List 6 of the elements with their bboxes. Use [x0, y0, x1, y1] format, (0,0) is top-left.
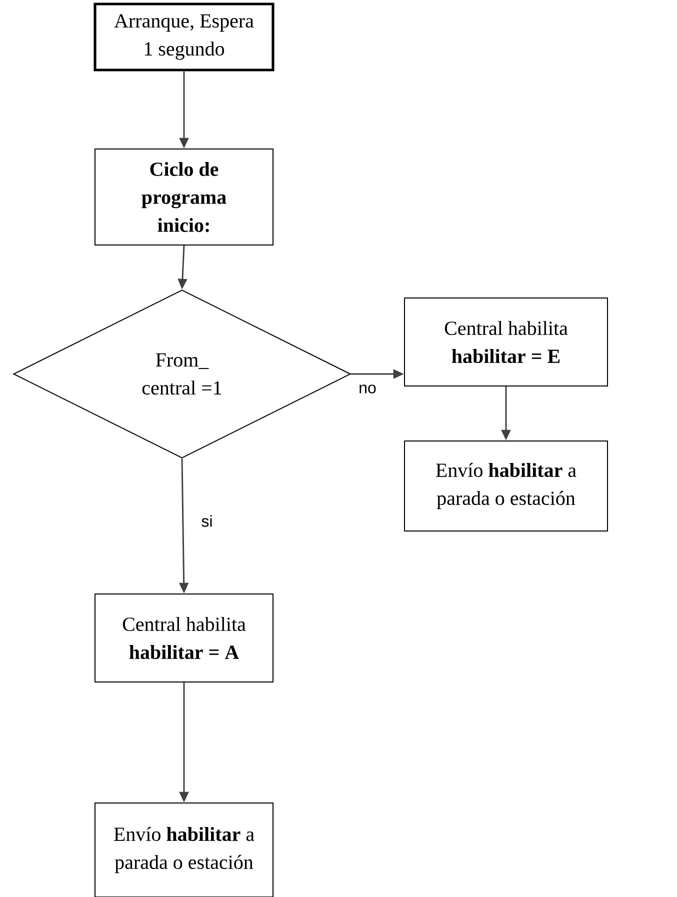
process-box: Envío habilitar a parada o estación [94, 802, 274, 897]
process-box: Arranque, Espera 1 segundo [94, 2, 274, 72]
process-box: Central habilita habilitar = E [404, 298, 608, 386]
process-box: Central habilita habilitar = A [94, 594, 274, 682]
process-box: Envío habilitar a parada o estación [404, 440, 608, 532]
process-box: Ciclo de programa inicio: [94, 148, 274, 246]
